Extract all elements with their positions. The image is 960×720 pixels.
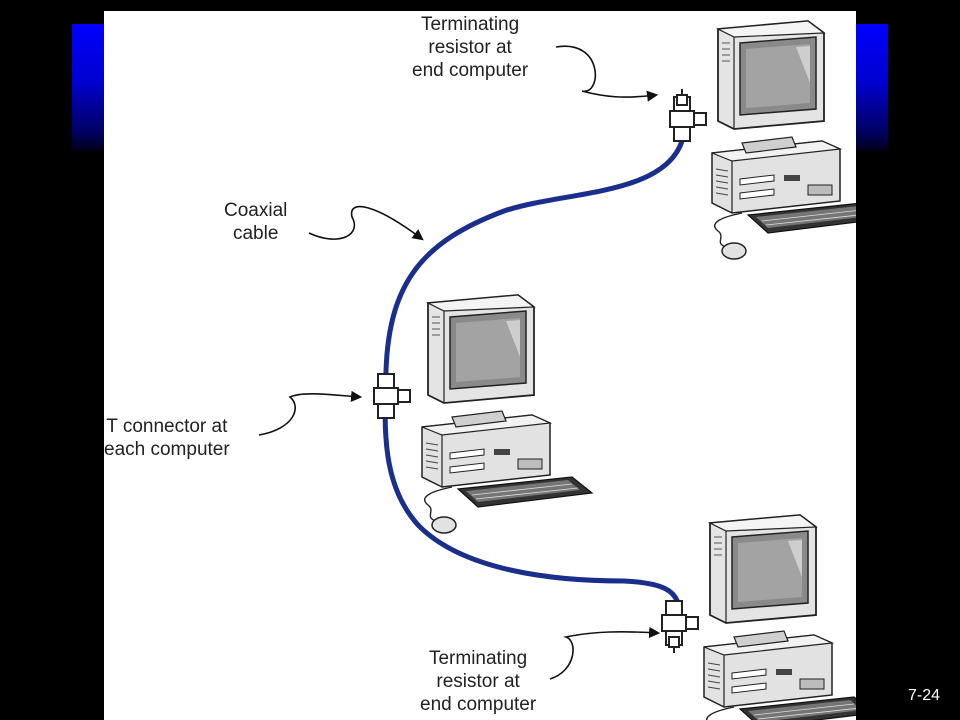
label-line: resistor at: [436, 671, 520, 692]
callout-arrow-t-connector: [258, 390, 363, 436]
label-terminating-resistor-bottom: Terminating resistor at end computer: [420, 647, 536, 716]
computer-icon: [703, 514, 856, 720]
label-line: end computer: [420, 694, 537, 715]
computer-icon: [421, 294, 593, 534]
terminating-resistor-icon: [669, 88, 707, 142]
callout-arrow-terminating-top: [555, 45, 659, 102]
label-line: Terminating: [428, 648, 528, 669]
network-diagram: [258, 20, 856, 720]
label-coaxial-cable: Coaxial cable: [224, 199, 287, 245]
label-line: Terminating: [420, 14, 520, 35]
label-line: each computer: [104, 439, 230, 460]
callout-arrow-terminating-bottom: [549, 626, 661, 680]
label-t-connector: T connector at each computer: [104, 415, 230, 461]
label-line: Coaxial: [224, 200, 288, 221]
blue-accent-band-right: [854, 24, 888, 152]
terminating-resistor-icon: [661, 600, 699, 654]
slide-number: 7-24: [908, 687, 941, 704]
callout-arrow-coaxial: [308, 205, 424, 241]
label-line: cable: [232, 223, 279, 244]
computer-icon: [711, 20, 856, 260]
label-line: end computer: [412, 60, 529, 81]
label-line: T connector at: [106, 416, 228, 437]
label-terminating-resistor-top: Terminating resistor at end computer: [412, 13, 528, 82]
t-connector-icon: [373, 373, 411, 419]
label-line: resistor at: [428, 37, 512, 58]
diagram-panel: Terminating resistor at end computer Coa…: [104, 11, 856, 720]
blue-accent-band-left: [72, 24, 106, 152]
